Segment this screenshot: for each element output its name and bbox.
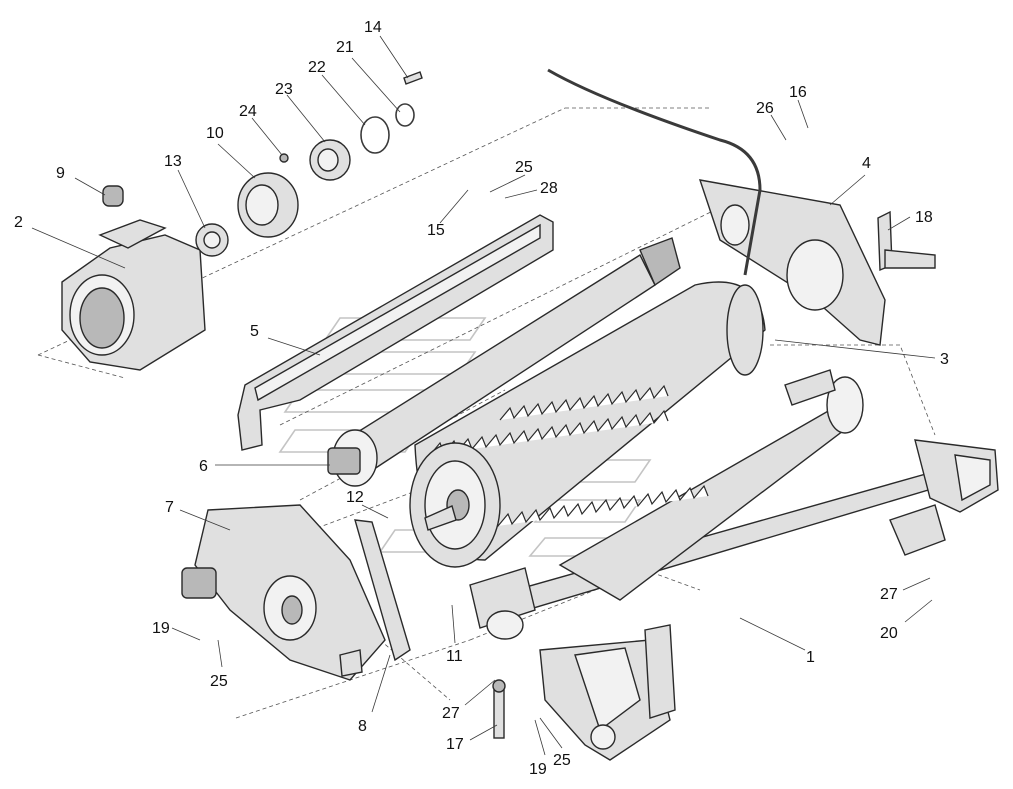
part-toothed-drum bbox=[409, 281, 766, 568]
part-bolt bbox=[492, 679, 506, 739]
callout-22: 22 bbox=[308, 59, 326, 76]
callout-17: 17 bbox=[446, 736, 464, 753]
callout-19b: 19 bbox=[529, 761, 547, 778]
callout-8: 8 bbox=[358, 718, 367, 735]
part-side-plate bbox=[547, 68, 936, 346]
callout-28: 28 bbox=[540, 180, 558, 197]
callout-12: 12 bbox=[346, 489, 364, 506]
callout-24: 24 bbox=[239, 103, 257, 120]
callout-2: 2 bbox=[14, 214, 23, 231]
callout-6: 6 bbox=[199, 458, 208, 475]
callout-13: 13 bbox=[164, 153, 182, 170]
part-small-components bbox=[102, 71, 423, 257]
callout-18: 18 bbox=[915, 209, 933, 226]
callout-10: 10 bbox=[206, 125, 224, 142]
callout-19a: 19 bbox=[152, 620, 170, 637]
callout-9: 9 bbox=[56, 165, 65, 182]
callout-1: 1 bbox=[806, 649, 815, 666]
callout-27b: 27 bbox=[442, 705, 460, 722]
callout-5: 5 bbox=[250, 323, 259, 340]
callout-20: 20 bbox=[880, 625, 898, 642]
callout-15: 15 bbox=[427, 222, 445, 239]
callout-21: 21 bbox=[336, 39, 354, 56]
callout-25a: 25 bbox=[515, 159, 533, 176]
callout-26: 26 bbox=[756, 100, 774, 117]
callout-25c: 25 bbox=[553, 752, 571, 769]
part-bracket-strip bbox=[237, 214, 554, 451]
callout-labels: 1 2 3 4 5 6 7 8 9 10 11 12 13 14 15 16 1… bbox=[14, 19, 949, 778]
callout-11: 11 bbox=[446, 648, 463, 665]
part-gearbox bbox=[181, 504, 386, 681]
callout-27a: 27 bbox=[880, 586, 898, 603]
part-bearing-housing bbox=[61, 219, 206, 371]
leader-lines bbox=[31, 35, 936, 756]
part-blade bbox=[354, 519, 411, 662]
callout-23: 23 bbox=[275, 81, 293, 98]
callout-16: 16 bbox=[789, 84, 807, 101]
callout-14: 14 bbox=[364, 19, 382, 36]
callout-3: 3 bbox=[940, 351, 949, 368]
part-frame-axle bbox=[469, 369, 999, 761]
callout-7: 7 bbox=[165, 499, 174, 516]
part-shaft bbox=[327, 237, 681, 487]
callout-4: 4 bbox=[862, 155, 871, 172]
callout-25b: 25 bbox=[210, 673, 228, 690]
